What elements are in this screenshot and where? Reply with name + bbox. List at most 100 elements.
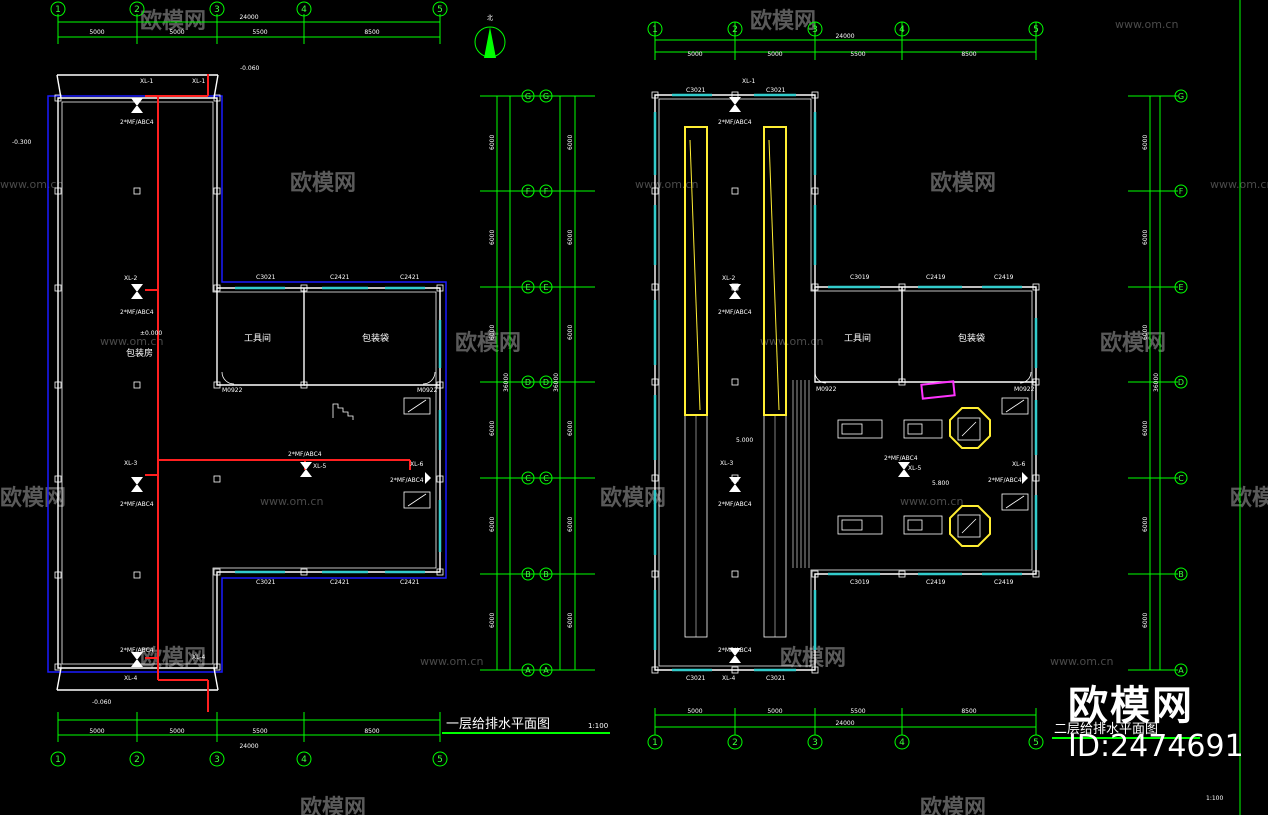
watermark-site: www.om.cn	[0, 178, 63, 191]
axis-label: 5	[437, 755, 443, 765]
dimension: 5000	[169, 728, 184, 735]
dimension-total: 36000	[553, 373, 560, 392]
room-label: 工具间	[244, 332, 271, 344]
dimension: 6000	[489, 135, 496, 150]
axis-label: 3	[214, 755, 220, 765]
dimension: 5000	[89, 29, 104, 36]
axis-label: F	[544, 187, 549, 196]
level-mark: -0.060	[240, 65, 260, 72]
axis-label: D	[543, 378, 549, 387]
dimension: 5000	[767, 708, 782, 715]
brand-logo: 欧模网	[1068, 683, 1194, 729]
axis-label: D	[525, 378, 531, 387]
axis-label: G	[1178, 92, 1184, 101]
dimension: 6000	[567, 421, 574, 436]
watermark-site: www.om.cn	[100, 335, 163, 348]
dimension: 6000	[567, 135, 574, 150]
equipment-label: 2*MF/ABC4	[120, 119, 154, 126]
dimension-total: 24000	[835, 33, 854, 40]
riser-label: XL-2	[124, 275, 138, 282]
brand-watermark: 欧模网 ID:2474691	[1068, 683, 1258, 765]
axis-label: E	[1178, 283, 1183, 292]
dimension: 6000	[489, 613, 496, 628]
equipment-label: 2*MF/ABC4	[288, 451, 322, 458]
axis-label: F	[1179, 187, 1184, 196]
axis-label: 5	[1033, 25, 1039, 35]
watermark-brand: 欧模网	[750, 8, 816, 34]
watermark-site: www.om.cn	[1050, 655, 1113, 668]
axis-label: 2	[732, 25, 738, 35]
first-floor-plan: 1 2 3 4 5 1 2 3 4 5 24000 5000 5000 5500…	[12, 1, 610, 767]
dimension-total: 24000	[835, 720, 854, 727]
dimension: 5000	[687, 708, 702, 715]
equipment-label: 2*MF/ABC4	[120, 501, 154, 508]
watermark-site: www.om.cn	[635, 178, 698, 191]
window-tag: C2419	[926, 274, 946, 281]
plan-scale: 1:100	[588, 722, 608, 730]
equipment-label: 2*MF/ABC4	[718, 647, 752, 654]
window-tag: C2421	[330, 579, 350, 586]
riser-label: XL-6	[1012, 461, 1026, 468]
window-tag: C2421	[400, 274, 420, 281]
axis-label: 4	[301, 755, 307, 765]
axis-label: 3	[214, 5, 220, 15]
axis-label: 2	[134, 755, 140, 765]
dimension: 8500	[364, 728, 379, 735]
watermark-site: www.om.cn	[1115, 18, 1178, 31]
axis-label: B	[543, 570, 549, 579]
level-mark: -0.300	[12, 139, 32, 146]
door-tag: M0922	[222, 387, 243, 394]
riser-label: XL-3	[720, 460, 734, 467]
second-floor-plan: 1 2 3 4 5 1 2 3 4 5 24000 5000 5000 5500…	[647, 0, 1241, 815]
dimension: 6000	[567, 517, 574, 532]
axis-label: E	[525, 283, 530, 292]
watermark-brand: 欧模网	[290, 170, 356, 196]
axis-label: 3	[812, 25, 818, 35]
equipment-label: 2*MF/ABC4	[718, 309, 752, 316]
window-tag: C2421	[400, 579, 420, 586]
window-tag: C3021	[766, 675, 786, 682]
room-label: 包装袋	[362, 332, 389, 344]
riser-label: XL-4	[124, 675, 138, 682]
dimension: 6000	[1142, 230, 1149, 245]
equipment-label: 2*MF/ABC4	[390, 477, 424, 484]
axis-label: 1	[55, 755, 61, 765]
axis-label: C	[525, 474, 531, 483]
riser-label: XL-5	[908, 465, 922, 472]
riser-label: XL-4	[192, 654, 206, 661]
window-tag: C3021	[686, 87, 706, 94]
window-tag: C3021	[686, 675, 706, 682]
window-tag: C3021	[256, 579, 276, 586]
riser-label: XL-1	[742, 78, 756, 85]
axis-label: 4	[899, 738, 905, 748]
watermark-brand: 欧模网	[930, 170, 996, 196]
dimension: 6000	[1142, 421, 1149, 436]
corner-note: 1:100	[1206, 795, 1223, 802]
axis-label: 2	[732, 738, 738, 748]
dimension: 5500	[850, 51, 865, 58]
dimension: 5500	[252, 29, 267, 36]
axis-label: D	[1178, 378, 1184, 387]
axis-label: E	[543, 283, 548, 292]
north-label: 北	[487, 14, 493, 22]
window-tag: C3021	[256, 274, 276, 281]
watermark-brand: 欧模网	[0, 485, 66, 511]
level-mark: ±0.000	[140, 330, 162, 337]
level-mark: 5.000	[736, 437, 753, 444]
room-label: 包装袋	[958, 332, 985, 344]
plan-title: 一层给排水平面图	[446, 717, 550, 732]
axis-label: B	[1178, 570, 1184, 579]
dimension: 5500	[252, 728, 267, 735]
riser-label: XL-4	[722, 675, 736, 682]
axis-label: 4	[899, 25, 905, 35]
window-tag: C3021	[766, 87, 786, 94]
axis-label: F	[526, 187, 531, 196]
level-mark: 5.800	[932, 480, 949, 487]
plan-title: 二层给排水平面图	[1054, 722, 1158, 737]
axis-label: G	[543, 92, 549, 101]
axis-label: 1	[652, 738, 658, 748]
dimension: 5000	[687, 51, 702, 58]
dimension: 6000	[1142, 517, 1149, 532]
axis-label: 5	[1033, 738, 1039, 748]
